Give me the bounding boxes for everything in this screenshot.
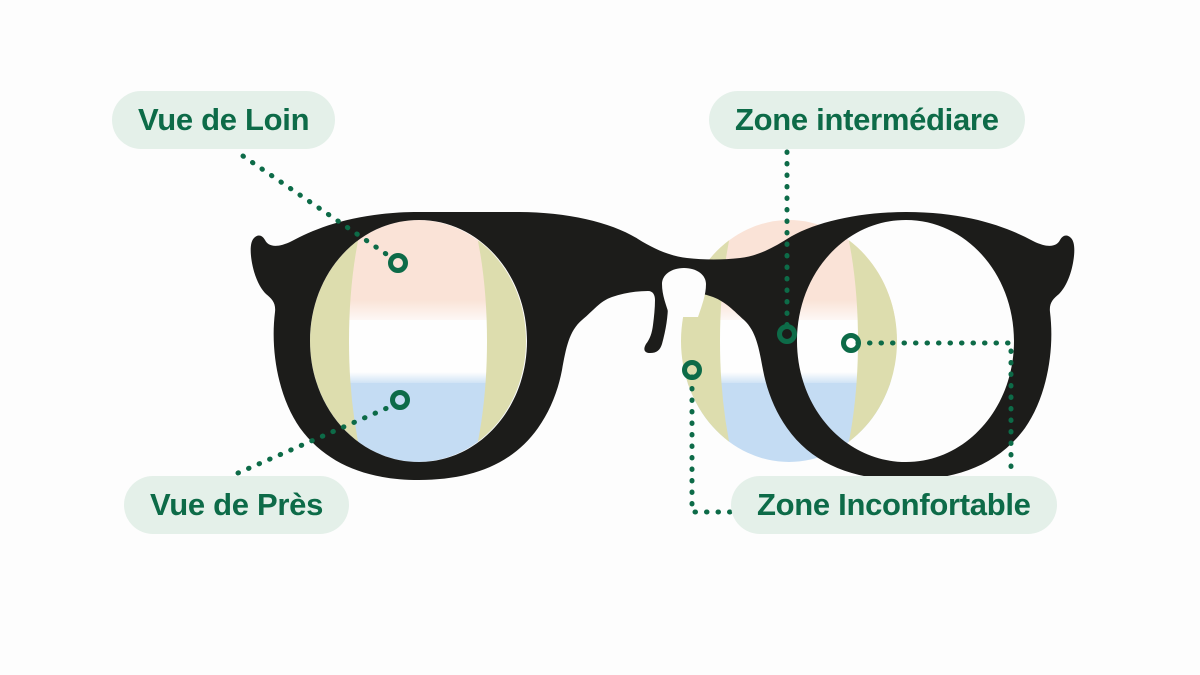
ring-marker-icon-intermediate[interactable] [777,324,797,344]
connector-uncomfortable-right [855,340,1014,479]
callout-label-far-vision: Vue de Loin [138,102,310,137]
callout-connectors [235,149,1014,515]
left-intermediate-to-near-blend [310,372,526,386]
glasses-frame [250,212,1075,480]
ring-marker-icon-uncomfortable-l[interactable] [682,360,702,380]
callout-pill-intermediate-zone[interactable]: Zone intermédiare [709,91,1025,149]
ring-marker-icon-near-vision[interactable] [390,390,410,410]
callout-pill-uncomfortable-zone[interactable]: Zone Inconfortable [731,476,1057,534]
callout-label-near-vision: Vue de Près [150,487,324,522]
callout-label-intermediate-zone: Zone intermédiare [735,102,999,137]
connector-far-vision [240,153,395,261]
callout-pill-near-vision[interactable]: Vue de Près [124,476,350,534]
connector-uncomfortable-left [689,374,736,515]
ring-marker-icon-far-vision[interactable] [388,253,408,273]
ring-marker-icon-uncomfortable-r[interactable] [841,333,861,353]
callout-label-uncomfortable-zone: Zone Inconfortable [757,487,1031,522]
nose-bridge-opening [662,268,706,317]
callout-pill-far-vision[interactable]: Vue de Loin [112,91,336,149]
zone-markers [388,253,861,410]
